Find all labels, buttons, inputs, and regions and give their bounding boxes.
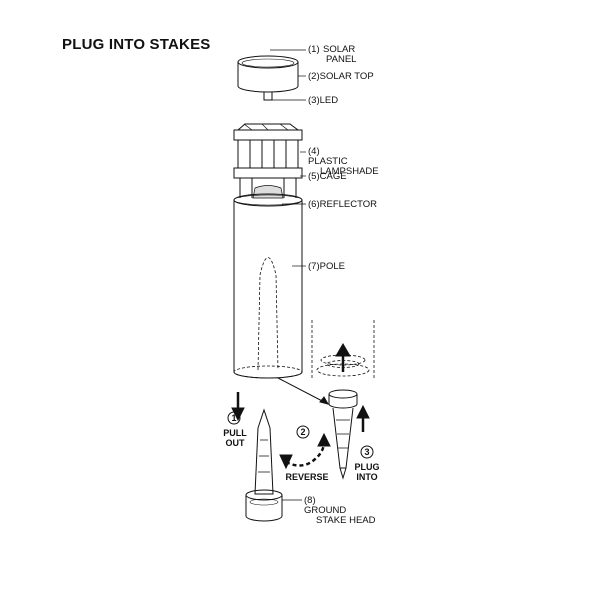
step-1-number: 1: [231, 413, 237, 423]
pole-drawing: [233, 194, 303, 379]
step-3-number: 3: [364, 447, 370, 457]
label-solar-panel-text: SOLAR PANEL: [323, 44, 357, 65]
up-arrow-head-icon: [335, 343, 351, 357]
step-3-circle: [360, 445, 374, 459]
label-pole: (7)POLE: [308, 261, 345, 272]
label-cage: (5)CAGE: [308, 171, 347, 182]
step-2-label: REVERSE: [285, 472, 329, 482]
label-plastic-lampshade: (4)PLASTIC LAMPSHADE: [308, 146, 379, 177]
label-solar-top: (2)SOLAR TOP: [308, 71, 374, 82]
leader-lines: [270, 49, 306, 501]
reversed-stake-drawing: [328, 389, 358, 480]
solar-top-drawing: [237, 55, 299, 101]
push-up-arrow-head-icon: [356, 404, 370, 419]
reverse-arrow-head-left-icon: [279, 454, 293, 470]
label-led: (3)LED: [308, 95, 339, 106]
step-2-number: 2: [300, 427, 306, 437]
label-ground-stake-head: (8)GROUND STAKE HEAD: [304, 495, 376, 526]
reverse-arrow-head-right-icon: [317, 432, 331, 447]
ground-stake-drawing: [245, 408, 283, 522]
step-1-circle: [227, 411, 241, 425]
step-2-circle: [296, 425, 310, 439]
lampshade-drawing: [233, 123, 303, 207]
pole-to-stake-arrow: [277, 377, 330, 405]
label-reflector: (6)REFLECTOR: [308, 199, 377, 210]
page-title: PLUG INTO STAKES: [62, 36, 211, 53]
label-solar-panel: (1): [308, 44, 320, 55]
reverse-arrow-icon: [285, 441, 326, 467]
